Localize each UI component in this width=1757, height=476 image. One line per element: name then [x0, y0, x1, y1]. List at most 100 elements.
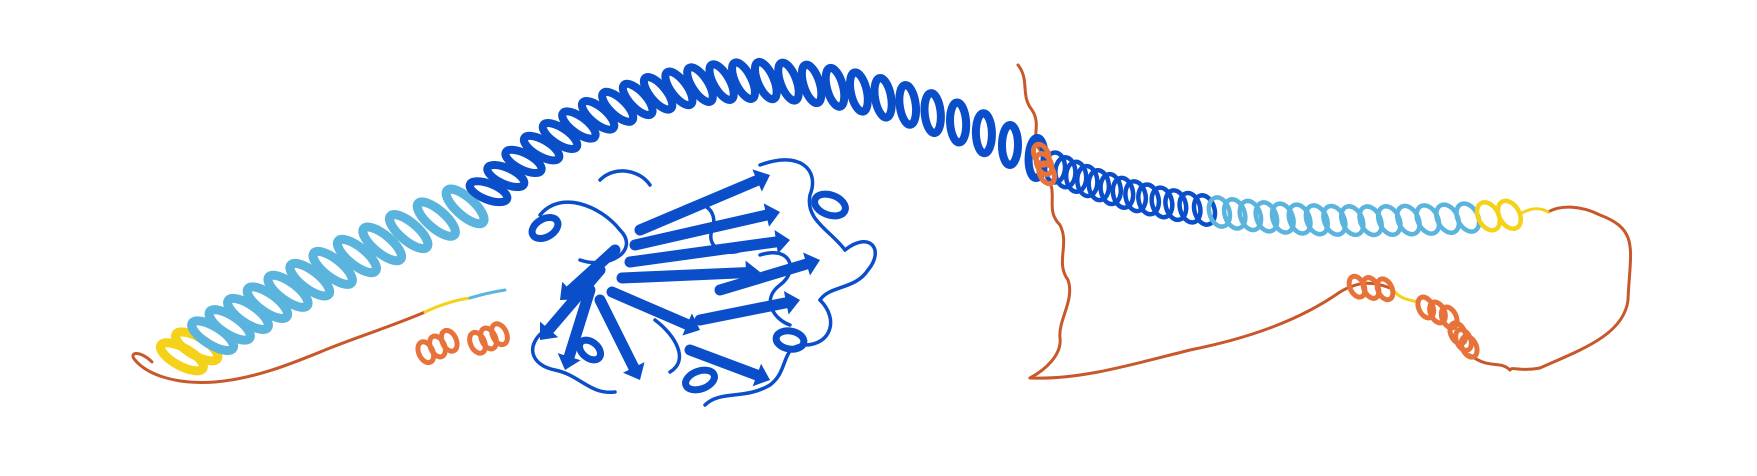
helix-arc-turn — [639, 73, 677, 114]
helix-orange-lower-a — [1374, 276, 1396, 303]
helix-right-turn — [1253, 200, 1280, 234]
beta-strand — [684, 344, 763, 381]
helix-right-turn — [1075, 163, 1100, 199]
helix-arc-turn — [845, 68, 872, 116]
beta-strand — [563, 284, 596, 363]
helix-arc-turn — [558, 107, 600, 143]
helix-arc-turn — [501, 145, 546, 178]
helix-right-turn — [1063, 159, 1089, 195]
helix-arc-turn — [797, 60, 826, 108]
beta-strand-arrow — [763, 203, 780, 227]
beta-strand-arrow — [752, 169, 770, 192]
beta-strand — [624, 236, 782, 268]
helix-orange-lower-b — [1438, 304, 1460, 331]
helix-arc-turn — [774, 58, 803, 105]
coil-lower-span — [1028, 281, 1392, 380]
helix-left-turn — [263, 270, 313, 312]
beta-strand-arrow — [560, 281, 579, 300]
helix-arc-turn — [683, 63, 717, 106]
helix-right-turn — [1123, 179, 1149, 214]
domain-short-helix — [528, 214, 562, 242]
helix-left-turn — [441, 184, 489, 229]
helix-arc-turn — [946, 98, 971, 147]
helix-arc-turn — [519, 131, 564, 165]
helix-right-turn — [1286, 202, 1313, 236]
helix-right-turn — [1149, 185, 1175, 220]
beta-strand — [616, 267, 752, 284]
helix-arc-turn — [728, 58, 759, 103]
helix-right-turn — [1098, 171, 1124, 207]
beta-strand — [714, 258, 813, 296]
helix-left-turn — [332, 234, 381, 278]
coil-left-link — [423, 296, 472, 314]
helix-ribbons — [155, 57, 1524, 376]
domain-loop — [530, 328, 617, 394]
helix-right-turn — [1191, 193, 1218, 227]
helix-orange-mid — [1036, 160, 1058, 187]
helix-right-turn — [1086, 168, 1112, 203]
beta-strand-arrow — [783, 291, 800, 315]
helix-right-turn — [1110, 175, 1136, 210]
helix-arc-turn — [661, 67, 697, 110]
helix-left-turn — [285, 258, 335, 301]
beta-strand-arrow — [623, 362, 645, 380]
helix-right-turn — [1495, 198, 1524, 232]
helix-left-turn — [308, 246, 357, 289]
helix-right-turn — [1237, 198, 1264, 233]
domain-loop — [703, 383, 772, 407]
domain-short-helix — [811, 190, 849, 220]
coil-lower-link — [1393, 290, 1420, 304]
coil-left-link-2 — [468, 288, 507, 300]
beta-strand-arrow — [540, 321, 559, 340]
helix-right-turn — [1321, 203, 1348, 237]
helix-arc-turn — [997, 121, 1023, 169]
helix-left-turn — [358, 222, 407, 266]
helix-right-turn — [1177, 190, 1203, 225]
helix-right-turn — [1303, 203, 1330, 237]
helix-arc-turn — [1024, 134, 1049, 182]
helix-right-turn — [1221, 197, 1248, 231]
helix-right-turn — [1206, 195, 1233, 229]
helix-arc-turn — [465, 177, 512, 207]
coil-loops — [131, 63, 1633, 384]
helix-right-turn — [1163, 188, 1189, 223]
domain-loop — [758, 251, 792, 327]
coil-mid-hanging — [1028, 176, 1072, 380]
helix-arc-turn — [895, 81, 921, 129]
domain-loop — [818, 239, 877, 302]
domain-short-helix — [772, 327, 808, 353]
helix-right-turn — [1136, 182, 1162, 217]
beta-strand-arrow — [557, 353, 581, 370]
beta-strand-arrow — [752, 363, 770, 387]
beta-strand — [606, 286, 693, 330]
helix-arc-turn — [618, 79, 657, 120]
helix-arc-turn — [971, 109, 996, 158]
domain-loop — [598, 169, 652, 187]
domain-loop — [538, 200, 629, 265]
helix-arc-turn — [577, 97, 619, 134]
beta-strand — [594, 294, 640, 373]
coil-right-tail — [1508, 205, 1633, 372]
helix-arc-turn — [821, 63, 849, 111]
beta-strand-arrow — [774, 230, 790, 254]
helix-orange-lower-c — [1458, 333, 1480, 360]
helix-arc-turn — [870, 74, 896, 122]
beta-strand — [543, 264, 606, 335]
helix-arc-turn — [705, 60, 738, 104]
helix-orange-left-a — [415, 339, 437, 366]
helix-orange-left-b — [467, 329, 488, 356]
beta-strand — [629, 209, 772, 251]
helix-arc-turn — [920, 89, 945, 138]
domain-short-helix — [575, 336, 605, 364]
beta-strand-arrow — [682, 313, 700, 336]
beta-strand-arrow — [803, 252, 820, 276]
helix-right-turn — [1269, 201, 1296, 235]
helix-left-turn — [412, 197, 460, 241]
domain-short-helix — [682, 366, 718, 394]
beta-strand — [564, 244, 621, 297]
domain-loop — [758, 158, 847, 252]
helix-arc-turn — [598, 87, 638, 126]
domain-loop — [678, 202, 747, 254]
